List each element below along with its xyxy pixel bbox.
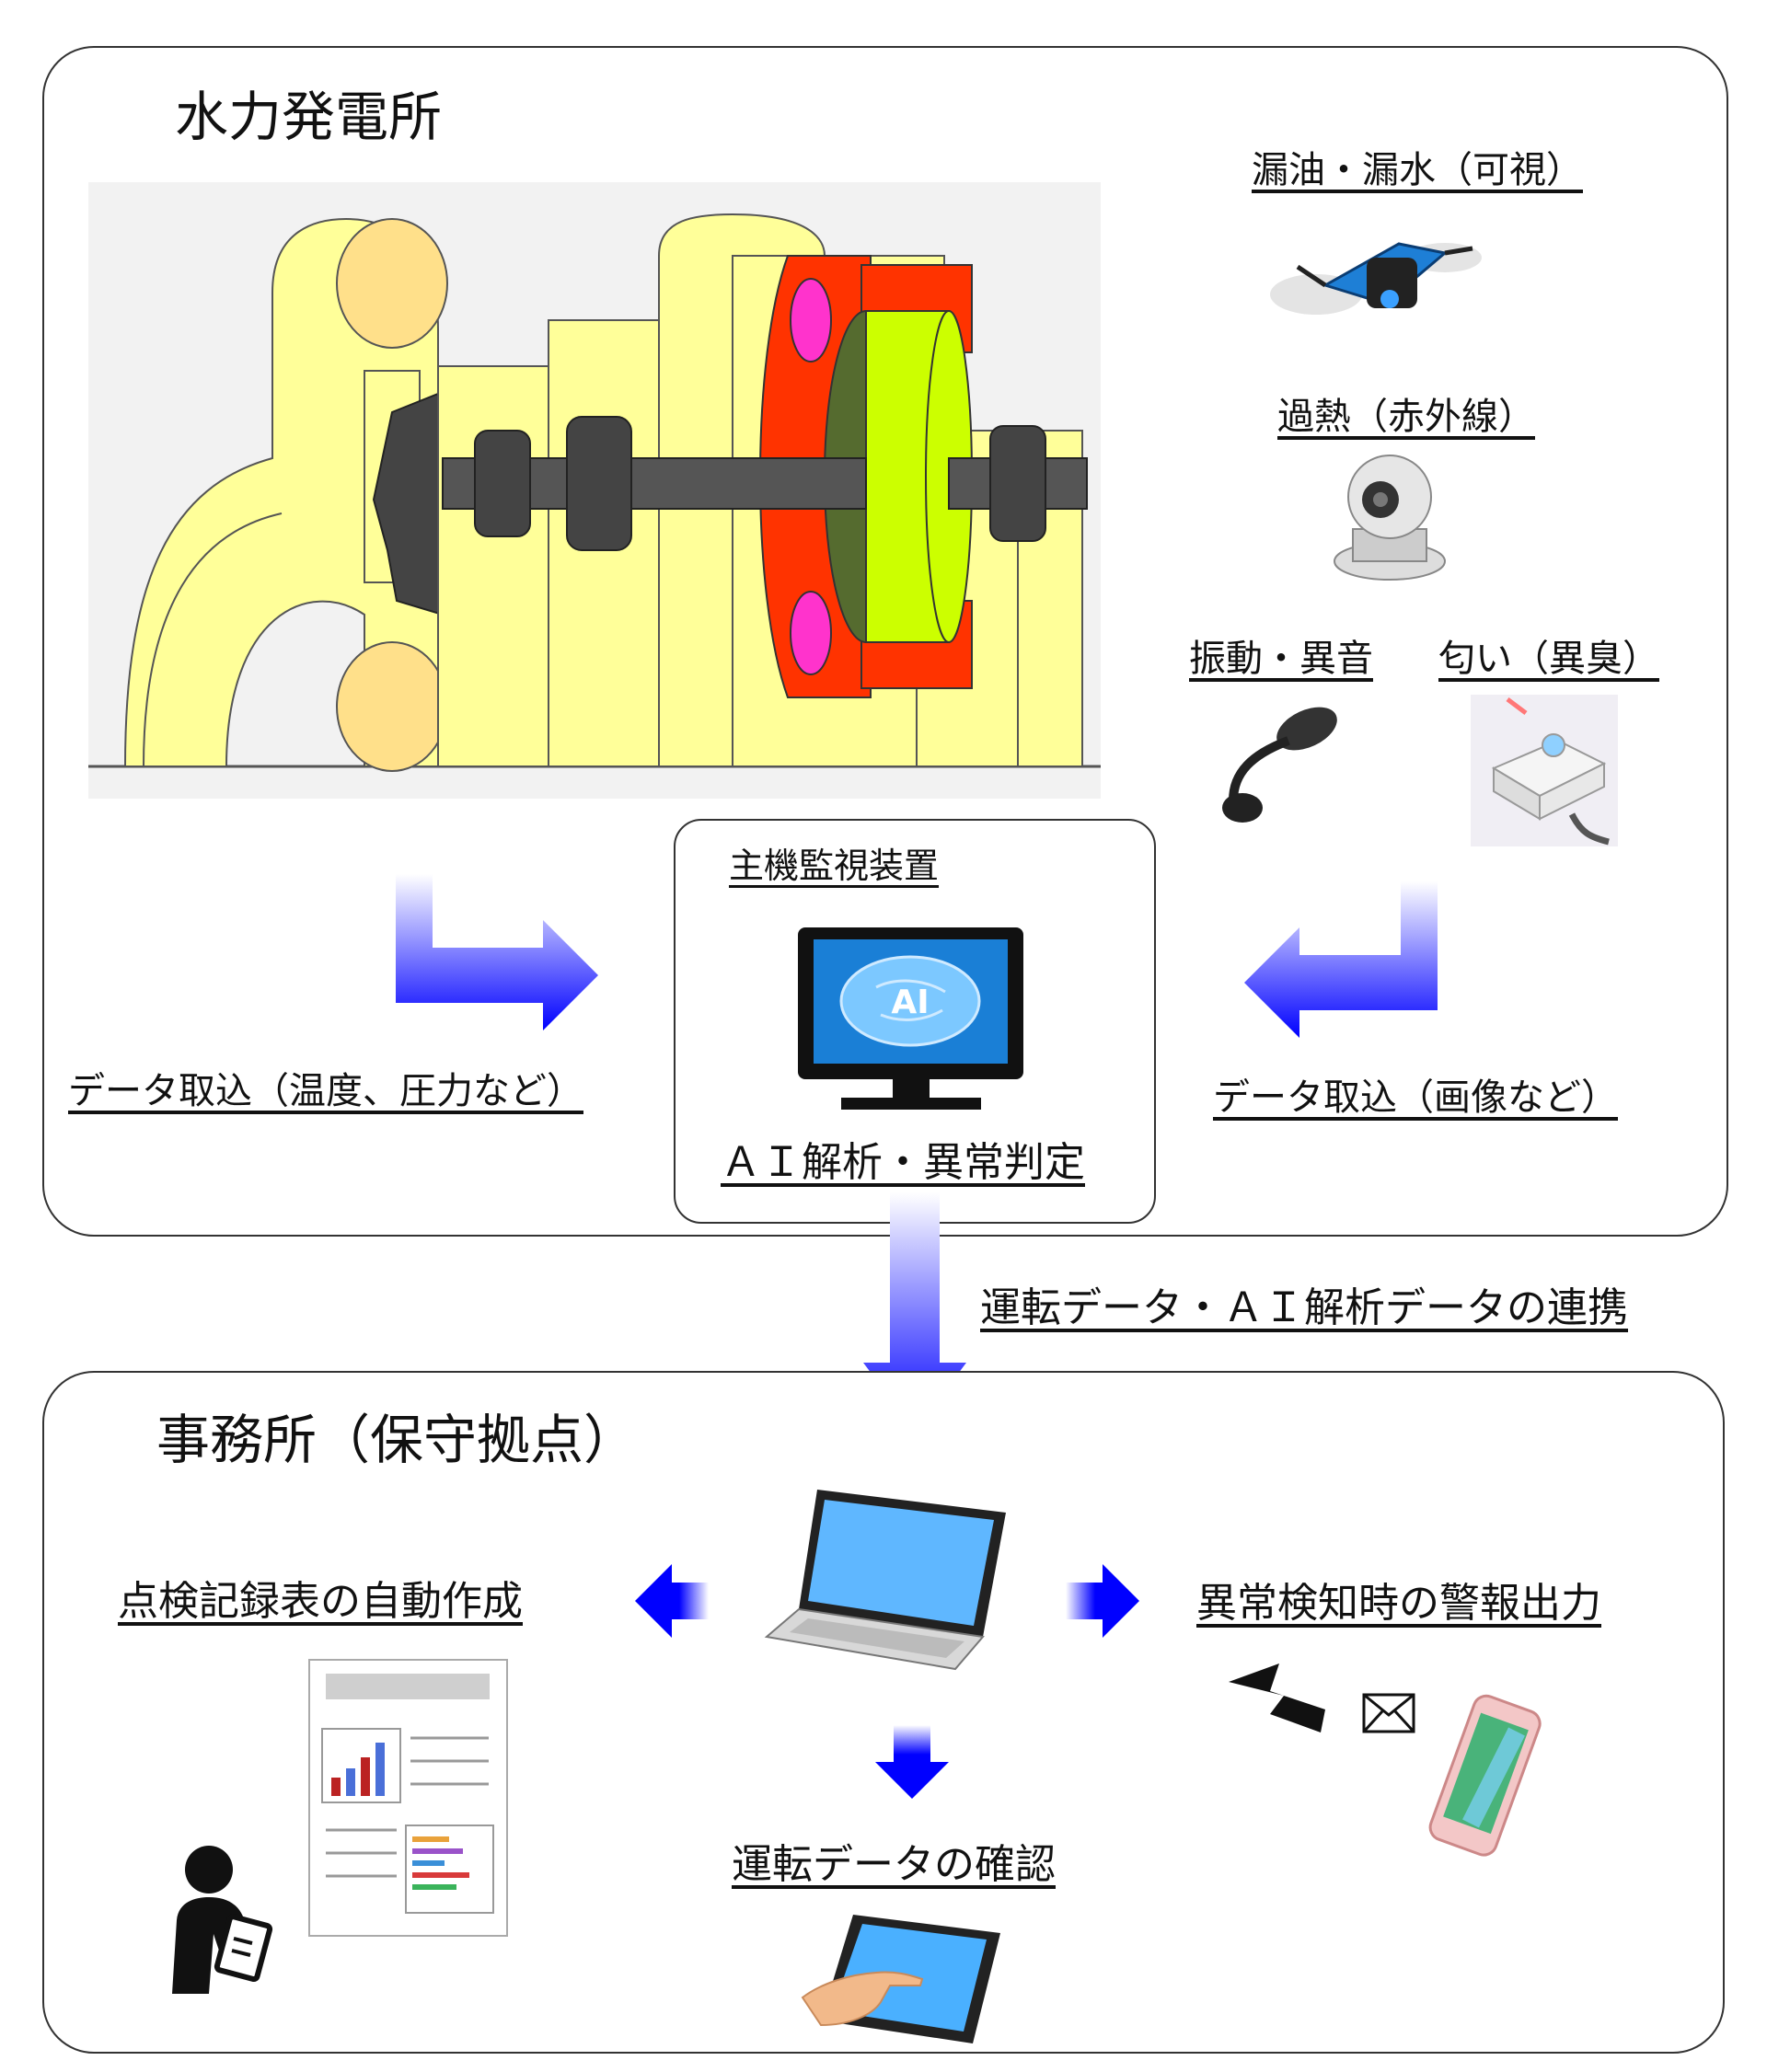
microphone-icon — [1222, 707, 1337, 823]
ai-analysis-caption: ＡＩ解析・異常判定 — [721, 1139, 1085, 1186]
tablet-icon — [801, 1915, 1000, 2043]
infrared-camera-icon — [1334, 455, 1446, 581]
sensor-label-leak: 漏油・漏水（可視） — [1252, 149, 1583, 191]
ai-screen-text: AI — [891, 984, 929, 1021]
mail-icon — [1362, 1693, 1415, 1733]
check-data-arrow — [875, 1725, 949, 1799]
data-in-right-label: データ取込（画像など） — [1213, 1076, 1618, 1119]
power-plant-title: 水力発電所 — [175, 86, 443, 148]
sensor-label-vibration: 振動・異音 — [1189, 638, 1373, 680]
smartphone-icon — [1428, 1694, 1542, 1857]
report-document-icon — [308, 1659, 508, 1937]
data-in-left-label: データ取込（温度、圧力など） — [68, 1070, 583, 1112]
main-monitor-box — [674, 819, 1156, 1224]
sensor-label-smell: 匂い（異臭） — [1438, 638, 1659, 680]
turbine-generator-illustration — [88, 182, 1101, 799]
laptop-icon — [764, 1490, 1006, 1671]
main-monitor-title: 主機監視装置 — [729, 846, 940, 886]
sensor-label-overheat: 過熱（赤外線） — [1277, 396, 1535, 438]
data-in-left-arrow — [396, 874, 598, 1030]
ai-monitor-icon: AI — [798, 927, 1023, 1110]
inspector-person-icon — [172, 1846, 273, 1994]
data-in-right-arrow — [1244, 881, 1438, 1038]
alarm-arrow — [1066, 1564, 1139, 1638]
data-link-label: 運転データ・ＡＩ解析データの連携 — [980, 1284, 1628, 1331]
office-title: 事務所（保守拠点） — [156, 1409, 638, 1471]
odor-sensor-icon — [1471, 695, 1618, 846]
auto-report-label: 点検記録表の自動作成 — [118, 1578, 523, 1625]
alarm-output-label: 異常検知時の警報出力 — [1196, 1580, 1601, 1627]
lightning-alarm-icon — [1229, 1663, 1325, 1732]
report-arrow — [635, 1564, 709, 1638]
check-data-label: 運転データの確認 — [732, 1841, 1056, 1888]
drone-icon — [1270, 242, 1482, 315]
